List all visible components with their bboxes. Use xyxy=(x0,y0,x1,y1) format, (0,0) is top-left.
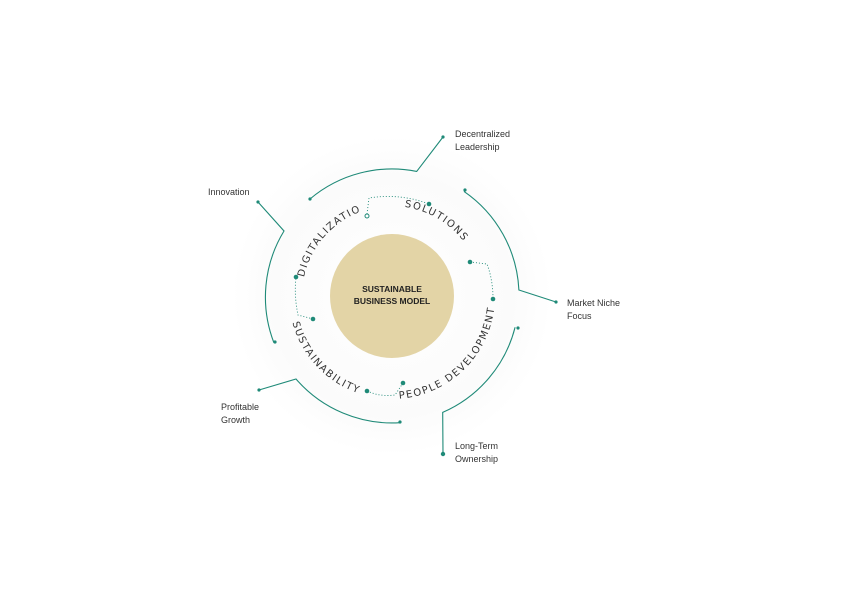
label-line: Profitable xyxy=(221,402,260,412)
dot xyxy=(426,201,432,207)
dot xyxy=(467,259,473,265)
label-market-niche-focus: Market Niche Focus xyxy=(567,297,620,323)
outer-arcs xyxy=(257,136,557,455)
arc-profitable-growth xyxy=(258,378,401,424)
dot xyxy=(490,296,496,302)
dot xyxy=(440,451,446,457)
connector-people-sustain xyxy=(366,382,404,396)
dot-hollow xyxy=(364,213,370,219)
connector-solutions-people xyxy=(469,261,494,300)
dot xyxy=(364,388,370,394)
label-line: Decentralized xyxy=(455,129,511,139)
arc-innovation xyxy=(257,201,285,343)
dot xyxy=(310,316,316,322)
label-long-term-ownership: Long-Term Ownership xyxy=(455,440,498,466)
label-innovation: Innovation xyxy=(208,186,250,199)
core-title-line1: SUSTAINABLE xyxy=(362,284,422,294)
label-line: Focus xyxy=(567,311,592,321)
dot xyxy=(257,388,261,392)
core-circle xyxy=(330,234,454,358)
label-profitable-growth: Profitable Growth xyxy=(221,401,259,427)
label-line: Leadership xyxy=(455,142,500,152)
dot xyxy=(293,274,299,280)
dot xyxy=(554,300,558,304)
inner-connectors xyxy=(294,196,494,396)
core-title-line2: BUSINESS MODEL xyxy=(354,296,431,306)
dot xyxy=(516,326,520,330)
connector-sustain-digital xyxy=(294,276,314,320)
dot xyxy=(463,188,467,192)
inner-dots xyxy=(293,201,496,394)
arc-decentralized-leadership xyxy=(309,136,444,200)
dot xyxy=(398,420,402,424)
connector-digital-solutions xyxy=(366,196,430,215)
dot xyxy=(256,200,260,204)
dot xyxy=(308,197,312,201)
dot xyxy=(273,340,277,344)
label-decentralized-leadership: Decentralized Leadership xyxy=(455,128,510,154)
label-line: Growth xyxy=(221,415,251,425)
dot xyxy=(441,135,445,139)
label-line: Long-Term xyxy=(455,441,499,451)
label-line: Innovation xyxy=(208,187,250,197)
arc-market-niche xyxy=(463,190,557,303)
arc-long-term-ownership xyxy=(442,327,516,455)
label-line: Market Niche xyxy=(567,298,621,308)
outer-dots xyxy=(256,135,558,457)
dot xyxy=(400,380,406,386)
label-line: Ownership xyxy=(455,454,499,464)
